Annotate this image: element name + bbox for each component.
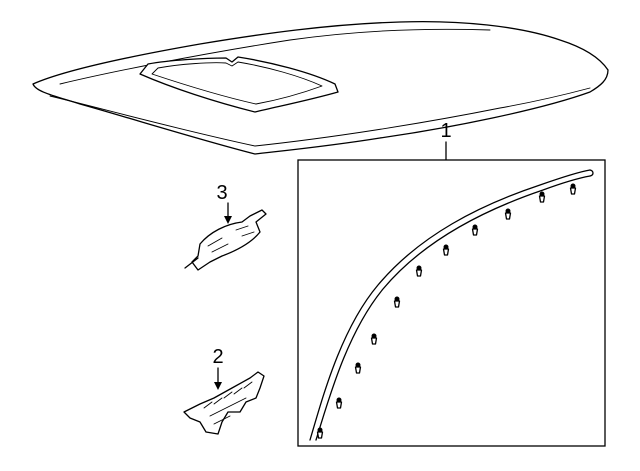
- callout-2-arrowhead: [214, 382, 222, 390]
- part-3-clip: 3: [184, 182, 267, 271]
- molding-clip: [569, 183, 577, 195]
- roof-rear-edge: [49, 87, 591, 147]
- part-2-bracket: 2: [183, 346, 265, 435]
- callout-1-label: 1: [440, 120, 451, 142]
- molding-clip: [370, 333, 378, 345]
- molding-clip: [538, 191, 546, 203]
- callout-3-label: 3: [216, 182, 227, 204]
- clip-3-body: [191, 209, 267, 271]
- molding-clip: [471, 224, 479, 236]
- callout-2-label: 2: [212, 346, 223, 368]
- part-1-molding: 1: [297, 120, 606, 447]
- clip-3-prong: [184, 257, 199, 269]
- molding-clip: [415, 265, 423, 277]
- callout-3-arrowhead: [224, 216, 232, 224]
- clip-3-detail: [207, 225, 255, 253]
- sunroof-opening-outer: [139, 56, 339, 113]
- molding-strip-outer: [309, 169, 591, 441]
- bracket-2-body: [183, 371, 265, 435]
- molding-clip: [442, 244, 450, 256]
- molding-strip-inner: [315, 175, 591, 441]
- molding-strip-end: [589, 169, 594, 177]
- roof-panel: [32, 20, 609, 155]
- molding-clip: [354, 362, 362, 374]
- molding-detail-box: [297, 159, 606, 447]
- molding-clip: [335, 397, 343, 409]
- roof-front-edge: [59, 28, 491, 85]
- molding-clip: [316, 427, 324, 439]
- bracket-2-ribs: [203, 381, 253, 425]
- sunroof-opening-inner: [151, 61, 323, 105]
- molding-clip: [504, 208, 512, 220]
- molding-clip: [393, 296, 401, 308]
